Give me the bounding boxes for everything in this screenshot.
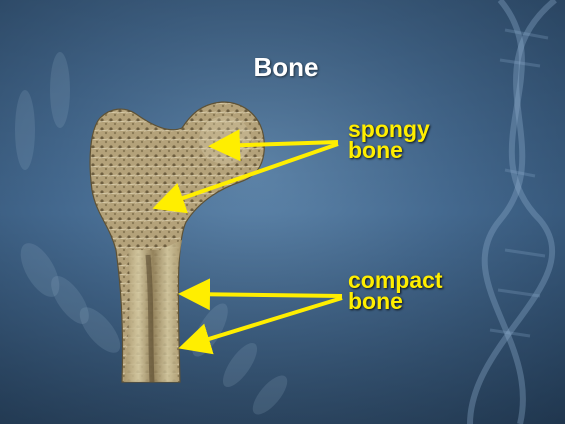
- label-spongy-bone: spongy bone: [348, 119, 430, 161]
- label-compact-bone: compact bone: [348, 270, 443, 312]
- label-spongy-line2: bone: [348, 140, 430, 161]
- arrow-compact-upper: [186, 294, 342, 296]
- slide-title: Bone: [226, 52, 346, 83]
- arrow-compact-lower: [186, 298, 342, 346]
- label-compact-line2: bone: [348, 291, 443, 312]
